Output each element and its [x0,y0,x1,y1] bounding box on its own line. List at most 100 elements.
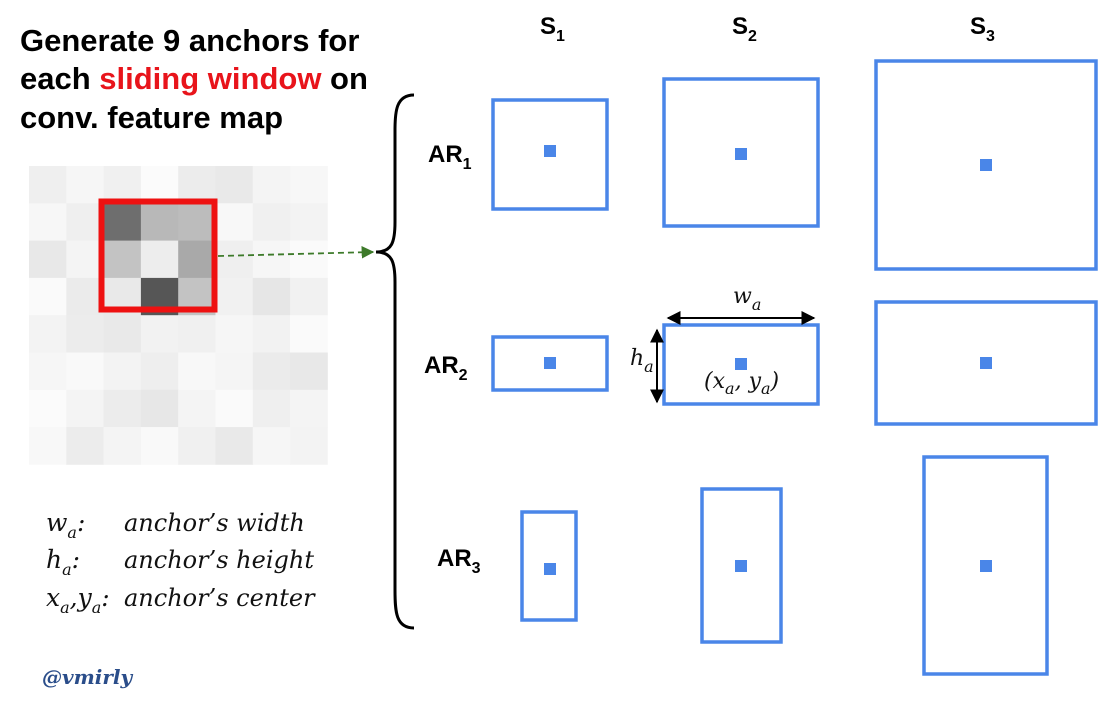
legend-definition-height: anchor’s height [124,546,314,574]
anchor-box-ar1-s2 [662,77,820,228]
feature-map-cell [140,240,179,279]
feature-map-cell [178,389,216,428]
legend-key-height: ha: [46,545,80,579]
legend: wa: anchor’s width ha: anchor’s height x… [46,508,316,617]
anchor-center-ar1-s2 [735,148,747,160]
feature-map-cell [29,389,67,428]
feature-map [29,166,328,465]
title-line-1: Generate 9 anchors for [20,23,359,58]
feature-map-cell [215,315,254,353]
feature-map-cell [252,315,291,353]
legend-definition-center: anchor’s center [124,584,316,612]
feature-map-cell [29,277,67,316]
feature-map-cell [103,203,142,241]
feature-map-cell [252,427,291,465]
feature-map-cell [178,315,216,353]
width-label: wa [733,284,761,314]
feature-map-cell [66,389,104,428]
anchor-center-ar3-s3 [980,560,992,572]
anchor-center-ar2-s1 [544,357,556,369]
anchor-box-ar1-s3 [874,59,1098,271]
title-line-3: conv. feature map [20,100,283,135]
height-label: ha [630,346,654,376]
feature-map-cell [252,389,291,428]
feature-map-cell [103,389,142,428]
anchor-center-ar3-s1 [544,563,556,575]
feature-map-cell [66,427,104,465]
anchors-ar1 [491,59,1098,271]
anchor-box-ar1-s1 [491,98,609,211]
anchor-box-ar2-s2 [662,323,820,406]
anchor-center-ar1-s1 [544,145,556,157]
feature-map-cell [103,427,142,465]
feature-map-cell [215,389,254,428]
feature-map-cell [140,352,179,391]
title-line-2-start: each [20,61,99,96]
anchor-center-ar3-s2 [735,560,747,572]
feature-map-cell [66,352,104,391]
feature-map-cell [29,240,67,279]
title: Generate 9 anchors for each sliding wind… [20,23,368,135]
feature-map-cell [290,277,328,316]
feature-map-cell [252,166,291,204]
anchor-box-ar2-s1 [491,335,609,392]
feature-map-cell [252,277,291,316]
feature-map-cell [29,315,67,353]
feature-map-cell [103,352,142,391]
feature-map-cell [290,427,328,465]
curly-brace [375,93,415,630]
feature-map-cell [103,315,142,353]
column-header-s1: S1 [540,13,565,45]
feature-map-cell [140,389,179,428]
feature-map-cell [215,427,254,465]
feature-map-cell [215,166,254,204]
feature-map-cell [178,203,216,241]
anchor-box-ar3-s3 [922,455,1049,676]
feature-map-cell [290,240,328,279]
feature-map-cell [252,203,291,241]
feature-map-cell [29,427,67,465]
feature-map-cell [252,352,291,391]
feature-map-cell [103,240,142,279]
feature-map-cell [66,203,104,241]
title-line-2-end: on [321,61,368,96]
feature-map-cell [215,352,254,391]
feature-map-cell [29,203,67,241]
legend-key-width: wa: [46,508,85,542]
center-label: (xa, ya) [704,369,779,398]
feature-map-cell [140,315,179,353]
column-headers: S1 S2 S3 [540,13,995,45]
feature-map-cell [290,352,328,391]
feature-map-cell [140,427,179,465]
row-headers: AR1 AR2 AR3 [424,141,481,577]
anchor-box-ar3-s1 [520,510,578,622]
author-credit: @vmirly [42,665,134,689]
feature-map-cell [290,389,328,428]
anchor-center-ar2-s3 [980,357,992,369]
row-header-ar2: AR2 [424,352,468,384]
feature-map-cell [66,277,104,316]
anchor-box-ar3-s2 [700,487,783,644]
feature-map-cell [290,315,328,353]
title-line-2: each sliding window on [20,61,368,96]
feature-map-cell [66,166,104,204]
anchor-center-ar1-s3 [980,159,992,171]
feature-map-cell [103,166,142,204]
anchor-center-ar2-s2 [735,358,747,370]
title-highlight: sliding window [99,61,322,96]
feature-map-cell [252,240,291,279]
feature-map-cell [29,166,67,204]
feature-map-cell [66,240,104,279]
sliding-window-frame [98,198,218,313]
feature-map-cell [178,352,216,391]
row-header-ar1: AR1 [428,141,472,173]
feature-map-cell [178,166,216,204]
anchor-box-ar2-s3 [874,300,1098,426]
feature-map-cell [178,427,216,465]
feature-map-cell [29,352,67,391]
row-header-ar3: AR3 [437,545,481,577]
feature-map-cell [215,240,254,279]
anchors-ar3 [520,455,1049,676]
feature-map-cell [215,277,254,316]
